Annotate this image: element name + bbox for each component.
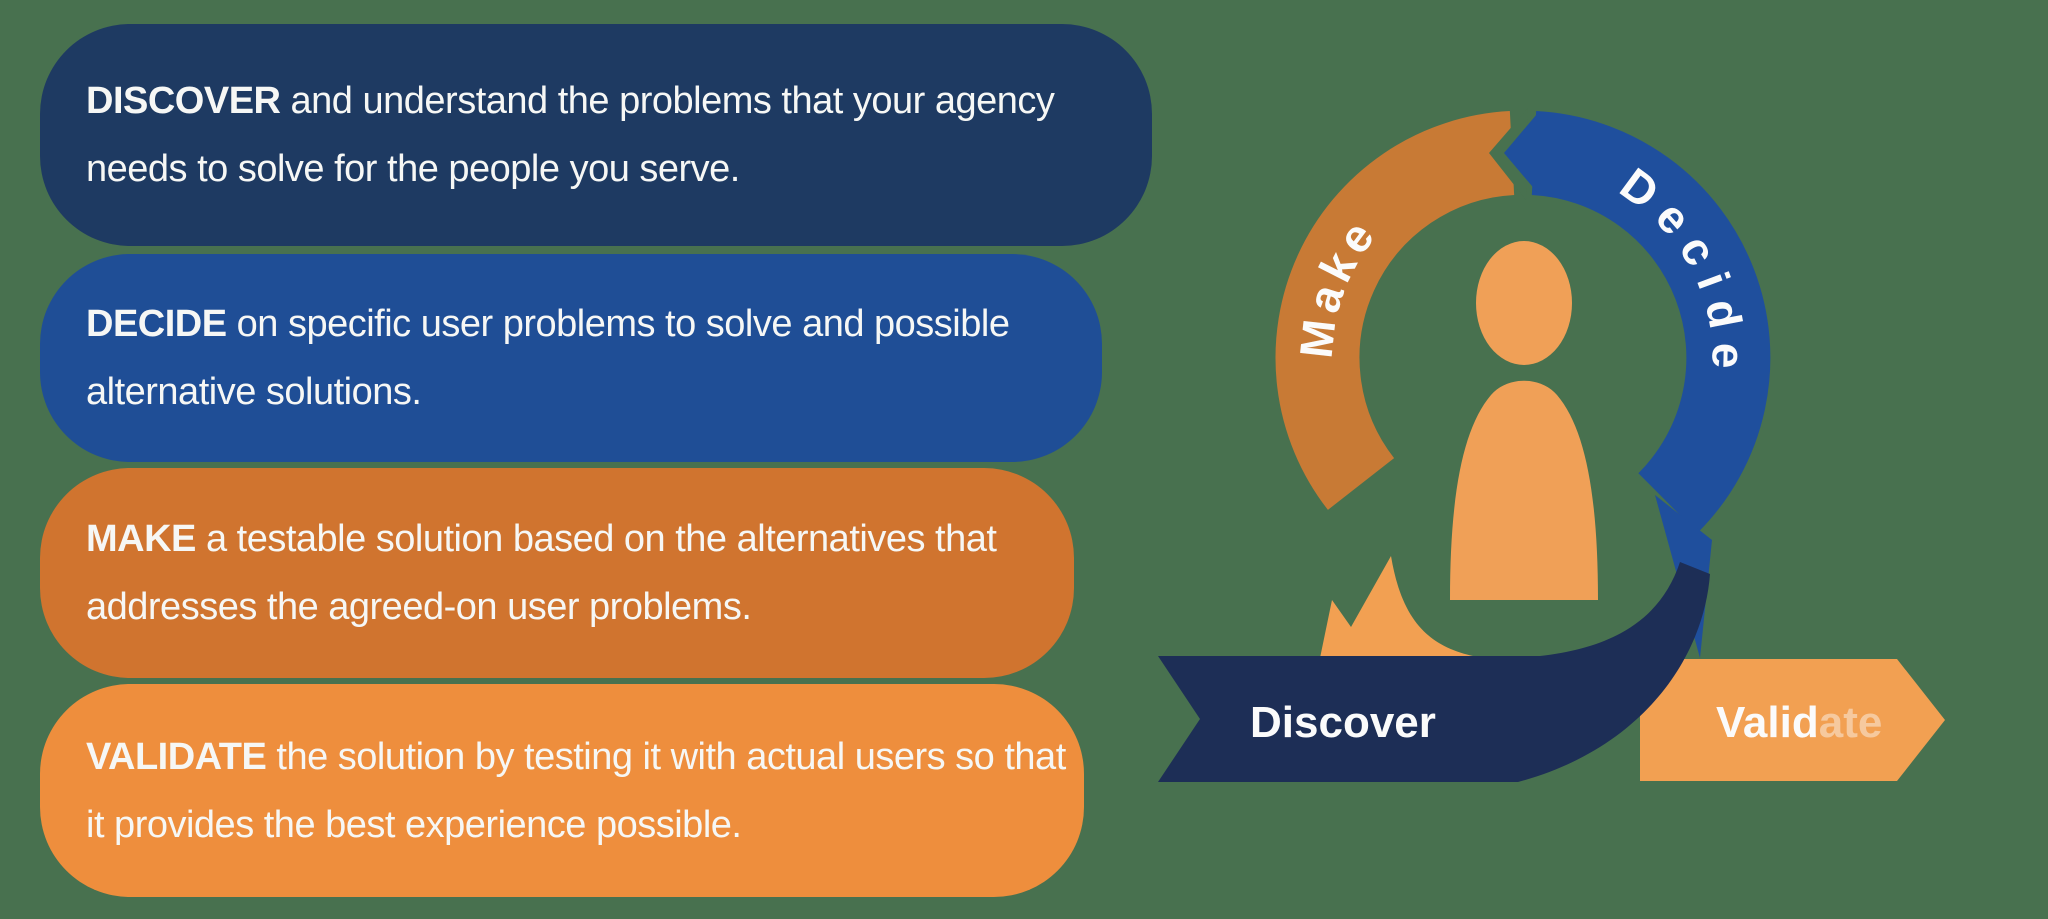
process-step-validate-text: VALIDATE the solution by testing it with… [86,723,1084,859]
validate-label-faded: ate [1819,698,1883,747]
step-description-make: a testable solution based on the alterna… [86,518,997,628]
step-description-discover: and understand the problems that your ag… [86,80,1055,190]
process-step-discover: DISCOVER and understand the problems tha… [40,24,1152,246]
make-arc [1275,111,1515,510]
process-step-decide: DECIDE on specific user problems to solv… [40,254,1102,462]
validate-banner [1640,659,1945,781]
step-keyword-make: MAKE [86,518,196,560]
process-step-make: MAKE a testable solution based on the al… [40,468,1074,678]
process-step-discover-text: DISCOVER and understand the problems tha… [86,67,1106,203]
validate-banner-label: Validate [1716,698,1882,747]
step-description-validate: the solution by testing it with actual u… [86,735,1066,846]
step-keyword-decide: DECIDE [86,303,227,345]
person-icon-head [1476,241,1572,365]
step-description-decide: on specific user problems to solve and p… [86,303,1010,413]
process-step-make-text: MAKE a testable solution based on the al… [86,505,1036,641]
discover-banner-label: Discover [1250,698,1436,747]
validate-label-solid: Valid [1716,698,1819,747]
decide-arrow-tip-icon [1504,114,1537,192]
step-keyword-validate: VALIDATE [86,735,267,778]
decide-arc [1531,111,1771,533]
flow-arrow-icon [1320,556,1578,661]
discover-banner [1158,562,1710,782]
person-icon-body [1450,380,1598,600]
step-keyword-discover: DISCOVER [86,80,281,122]
process-step-validate: VALIDATE the solution by testing it with… [40,684,1084,897]
process-step-decide-text: DECIDE on specific user problems to solv… [86,290,1016,426]
